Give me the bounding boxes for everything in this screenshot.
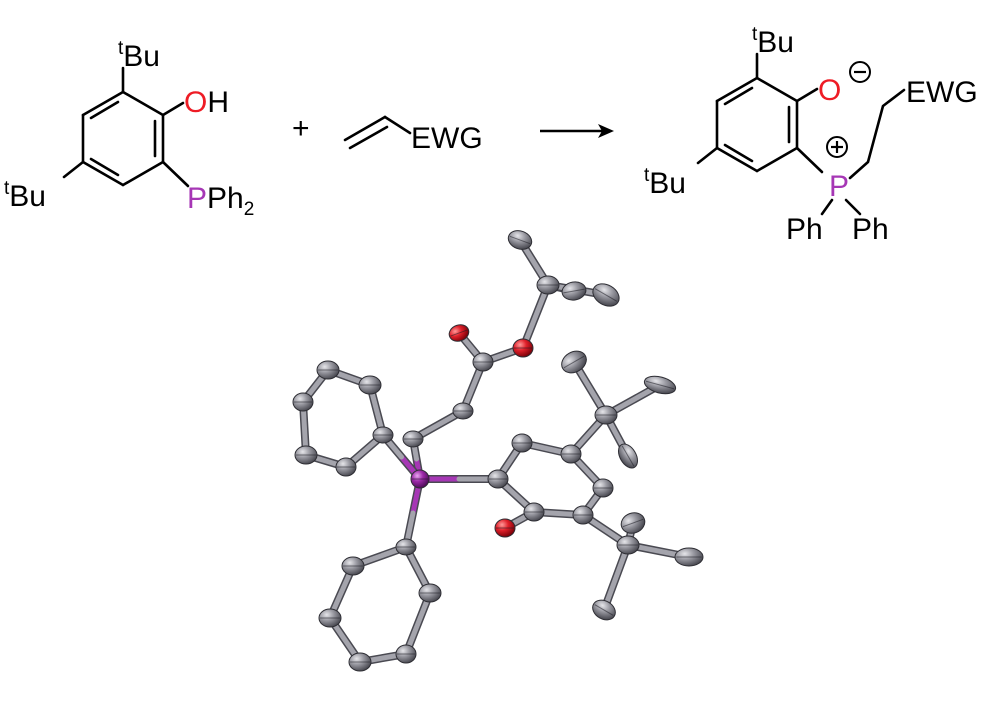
product-ph-right-label: Ph [852, 213, 889, 246]
reactant-oh-label: OH [184, 86, 229, 119]
ellipsoid-axis [563, 355, 585, 369]
minus-circle-icon [849, 61, 871, 83]
plus-sign: + [292, 112, 310, 145]
product-ewg-label: EWG [906, 76, 978, 109]
reactant-tbu-top-label: tBu [118, 38, 160, 73]
ellipsoid-axis [645, 380, 675, 390]
ellipsoid-axis [509, 235, 531, 245]
plus-circle-icon [826, 136, 848, 158]
crystal-bond [601, 542, 631, 613]
product-ph-left-label: Ph [786, 213, 823, 246]
crystal-bond [520, 282, 551, 351]
product-ph-left-bond [820, 198, 834, 216]
product-p-bond [795, 146, 824, 174]
crystal-atoms [292, 230, 704, 672]
reactant-tbu-left-bond [62, 160, 85, 179]
ellipsoid-axis [450, 329, 468, 337]
ellipsoid-axis [621, 445, 635, 467]
alkene-ewg-label: EWG [411, 122, 483, 155]
right-arrow-icon [540, 124, 614, 138]
ellipsoid-axis [594, 288, 618, 302]
product-ph-right-bond [844, 198, 862, 216]
product-o-bond [795, 87, 819, 103]
product-phosphonium-label: P [829, 170, 849, 203]
product-ethyl-chain [848, 88, 906, 180]
reactant-ring [81, 90, 165, 187]
product-tbu-left-label: tBu [644, 165, 686, 200]
product-tbu-top-label: tBu [752, 24, 794, 59]
reactant-tbu-left-label: tBu [4, 178, 46, 213]
product-oxide-label: O [818, 74, 841, 107]
crystal-structure [292, 230, 704, 672]
ellipsoid-axis [622, 518, 644, 528]
reactant-oh-bond [161, 101, 185, 117]
ellipsoid-axis [563, 288, 585, 294]
product-molecule: tBu O EWG P tBu Ph Ph [644, 24, 978, 246]
reactant-molecule: tBu OH PPh2 tBu [4, 38, 254, 220]
product-ring [715, 76, 799, 173]
reactant-pph2-label: PPh2 [187, 182, 254, 220]
product-tbu-left-bond [696, 146, 719, 165]
ellipsoid-axis [594, 604, 614, 616]
crystal-bond [403, 590, 433, 657]
reactant-p-bond [161, 160, 190, 188]
alkene-reagent: EWG [343, 115, 483, 155]
